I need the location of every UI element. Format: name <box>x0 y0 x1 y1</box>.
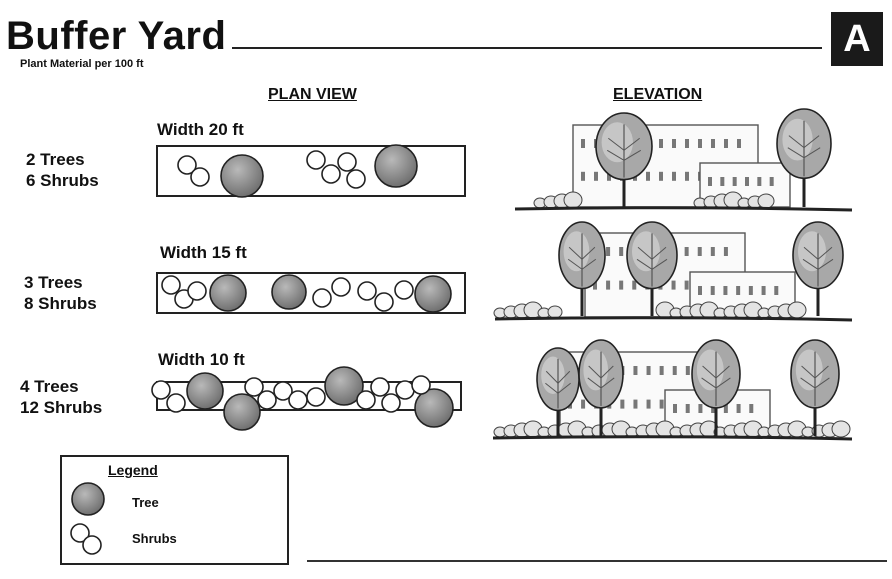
elevation-2-shrubs-left <box>493 301 563 319</box>
page-title: Buffer Yard <box>6 14 227 58</box>
row-1-tree-2 <box>374 144 418 188</box>
row-2-shrubs-label: 8 Shrubs <box>24 294 97 313</box>
row-3-shrub-6 <box>288 390 308 410</box>
row-2-tree-3 <box>414 275 452 313</box>
elevation-heading: ELEVATION <box>613 86 703 103</box>
elevation-3-shrubs <box>493 420 851 438</box>
row-2-plan-box <box>156 272 466 314</box>
row-3-tree-3 <box>324 366 364 406</box>
row-1-shrub-5 <box>337 152 357 172</box>
title-rule <box>232 47 822 49</box>
row-2-shrub-1 <box>161 275 181 295</box>
elevation-3-tree-3 <box>691 339 741 436</box>
elevation-2-shrubs-right <box>655 301 807 319</box>
row-1-shrub-4 <box>321 164 341 184</box>
elevation-1-ground <box>514 206 853 212</box>
bottom-rule <box>307 560 887 562</box>
row-1-width-label: Width 20 ft <box>157 120 244 139</box>
page-subtitle: Plant Material per 100 ft <box>20 58 144 70</box>
row-3-shrub-10 <box>381 393 401 413</box>
row-3-shrub-3 <box>244 377 264 397</box>
elevation-2-tree-3 <box>792 221 844 316</box>
elevation-3-tree-1 <box>536 347 580 436</box>
row-1-shrub-1 <box>177 155 197 175</box>
row-3-tree-1 <box>186 372 224 410</box>
row-3-shrub-2 <box>166 393 186 413</box>
row-3-tree-2 <box>223 393 261 431</box>
row-2-shrub-3 <box>187 281 207 301</box>
elevation-3-tree-2 <box>578 339 624 436</box>
row-3-shrub-12 <box>411 375 431 395</box>
elevation-3-tree-4 <box>790 339 840 436</box>
row-2-counts: 3 Trees 8 Shrubs <box>24 272 97 314</box>
row-1-tree-1 <box>220 154 264 198</box>
plan-view-layer <box>151 144 454 431</box>
row-1-counts: 2 Trees 6 Shrubs <box>26 149 99 191</box>
row-3-width-label: Width 10 ft <box>158 350 245 369</box>
legend-shrub-symbol-2 <box>82 535 102 555</box>
elevation-1-tree-2 <box>776 108 832 207</box>
row-3-shrub-5 <box>273 381 293 401</box>
section-badge: A <box>831 12 883 66</box>
legend-box <box>60 455 289 565</box>
legend-symbols <box>70 482 105 555</box>
row-3-counts: 4 Trees 12 Shrubs <box>20 376 102 418</box>
row-2-tree-2 <box>271 274 307 310</box>
elevation-2-tree-1 <box>558 221 606 316</box>
elevation-layer <box>492 108 853 441</box>
legend-shrub-symbol-1 <box>70 523 90 543</box>
row-3-tree-4 <box>414 388 454 428</box>
legend-tree-label: Tree <box>132 495 159 510</box>
row-3-shrub-9 <box>370 377 390 397</box>
legend-title: Legend <box>108 462 158 478</box>
plan-view-heading: PLAN VIEW <box>268 86 357 103</box>
row-2-shrub-7 <box>374 292 394 312</box>
row-2-width-label: Width 15 ft <box>160 243 247 262</box>
row-2-shrub-8 <box>394 280 414 300</box>
row-3-trees-label: 4 Trees <box>20 377 79 396</box>
row-3-shrubs-label: 12 Shrubs <box>20 398 103 417</box>
legend-shrub-label: Shrubs <box>132 531 177 546</box>
row-1-shrub-3 <box>306 150 326 170</box>
row-1-trees-label: 2 Trees <box>26 150 85 169</box>
elevation-1-tree-1 <box>595 112 653 207</box>
row-2-shrub-4 <box>312 288 332 308</box>
row-1-shrub-6 <box>346 169 366 189</box>
row-2-shrub-5 <box>331 277 351 297</box>
elevation-2-tree-2 <box>626 221 678 316</box>
legend-tree-symbol <box>71 482 105 516</box>
row-1-shrubs-label: 6 Shrubs <box>26 171 99 190</box>
row-1-shrub-2 <box>190 167 210 187</box>
elevation-1-shrubs-left <box>533 191 583 209</box>
row-1-plan-box <box>156 145 466 197</box>
row-3-shrub-1 <box>151 380 171 400</box>
row-2-trees-label: 3 Trees <box>24 273 83 292</box>
elevation-3-ground <box>492 435 853 441</box>
elevation-2-ground <box>494 316 853 322</box>
row-2-tree-1 <box>209 274 247 312</box>
row-3-shrub-4 <box>257 390 277 410</box>
row-3-shrub-7 <box>306 387 326 407</box>
row-3-shrub-8 <box>356 390 376 410</box>
row-2-shrub-6 <box>357 281 377 301</box>
